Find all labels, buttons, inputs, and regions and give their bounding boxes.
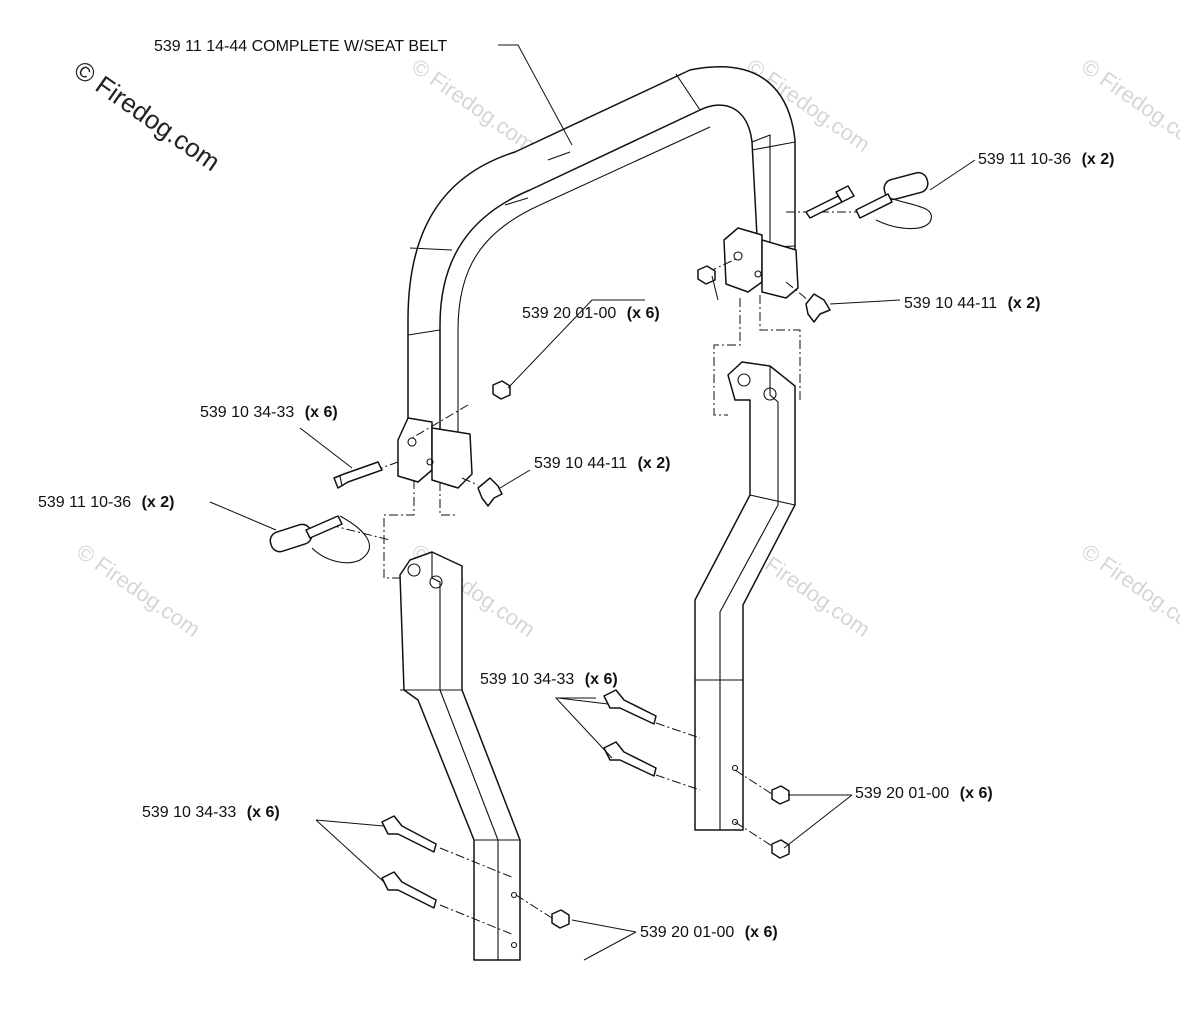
right-lower-leg [694,361,796,831]
bolt-lower-left-1 [381,815,437,853]
callout-bolt-lower-left: 539 10 34-33 (x 6) [142,804,280,821]
knob-left [477,477,503,507]
part-number: 539 11 10-36 [978,151,1071,168]
bolt-upper-right [805,185,855,219]
hitch-pin-right [855,171,932,230]
quantity: (x 2) [142,494,175,511]
hitch-pin-left [269,515,371,564]
nut [551,909,570,929]
watermark-faint: © Firedog.com [407,54,540,157]
nut [771,785,790,805]
hitch-pins [269,171,932,564]
leader-lines [209,44,976,961]
nut [771,839,790,859]
bolts [333,185,855,909]
part-number: 539 20 01-00 [522,305,616,322]
quantity: (x 6) [960,785,993,802]
watermark-main: © Firedog.com [69,54,226,177]
quantity: (x 6) [627,305,660,322]
part-number: 539 10 34-33 [200,404,294,421]
part-number: 539 11 10-36 [38,494,131,511]
quantity: (x 2) [638,455,671,472]
callout-bolt-upper-left: 539 10 34-33 (x 6) [200,404,338,421]
part-number: 539 10 34-33 [142,804,236,821]
knobs [477,293,831,507]
callout-knob-left: 539 10 44-11 (x 2) [534,455,670,472]
bolt-mid-right-1 [603,689,657,725]
bolt-mid-right-2 [603,741,657,777]
bolt-lower-left-2 [381,871,437,909]
nuts [492,265,790,929]
callout-pin-right: 539 11 10-36 (x 2) [978,151,1114,168]
nut [697,265,716,285]
quantity: (x 6) [585,671,618,688]
left-lower-leg [399,551,521,961]
bolt-upper-left [333,461,383,489]
watermark-faint: © Firedog.com [1077,539,1180,642]
callout-pin-left: 539 11 10-36 (x 2) [38,494,174,511]
quantity: (x 6) [305,404,338,421]
callout-complete: 539 11 14-44 COMPLETE W/SEAT BELT [154,38,447,55]
callout-bolt-mid-right: 539 10 34-33 (x 6) [480,671,618,688]
part-number: 539 10 34-33 [480,671,574,688]
quantity: (x 2) [1008,295,1041,312]
quantity: (x 2) [1082,151,1115,168]
quantity: (x 6) [745,924,778,941]
quantity: (x 6) [247,804,280,821]
callout-labels: 539 11 14-44 COMPLETE W/SEAT BELT 539 11… [38,38,1114,941]
callout-nut-upper: 539 20 01-00 (x 6) [522,305,660,322]
part-number: 539 10 44-11 [904,295,997,312]
knob-right [805,293,831,323]
part-number: 539 11 14-44 COMPLETE W/SEAT BELT [154,38,447,55]
callout-nut-mid-right: 539 20 01-00 (x 6) [855,785,993,802]
upper-arch [397,66,799,489]
nut [492,380,511,400]
watermark-faint: © Firedog.com [72,539,205,642]
part-number: 539 20 01-00 [855,785,949,802]
callout-knob-right: 539 10 44-11 (x 2) [904,295,1040,312]
watermark-faint: © Firedog.com [1077,54,1180,157]
part-number: 539 20 01-00 [640,924,734,941]
part-number: 539 10 44-11 [534,455,627,472]
callout-nut-lower: 539 20 01-00 (x 6) [640,924,778,941]
